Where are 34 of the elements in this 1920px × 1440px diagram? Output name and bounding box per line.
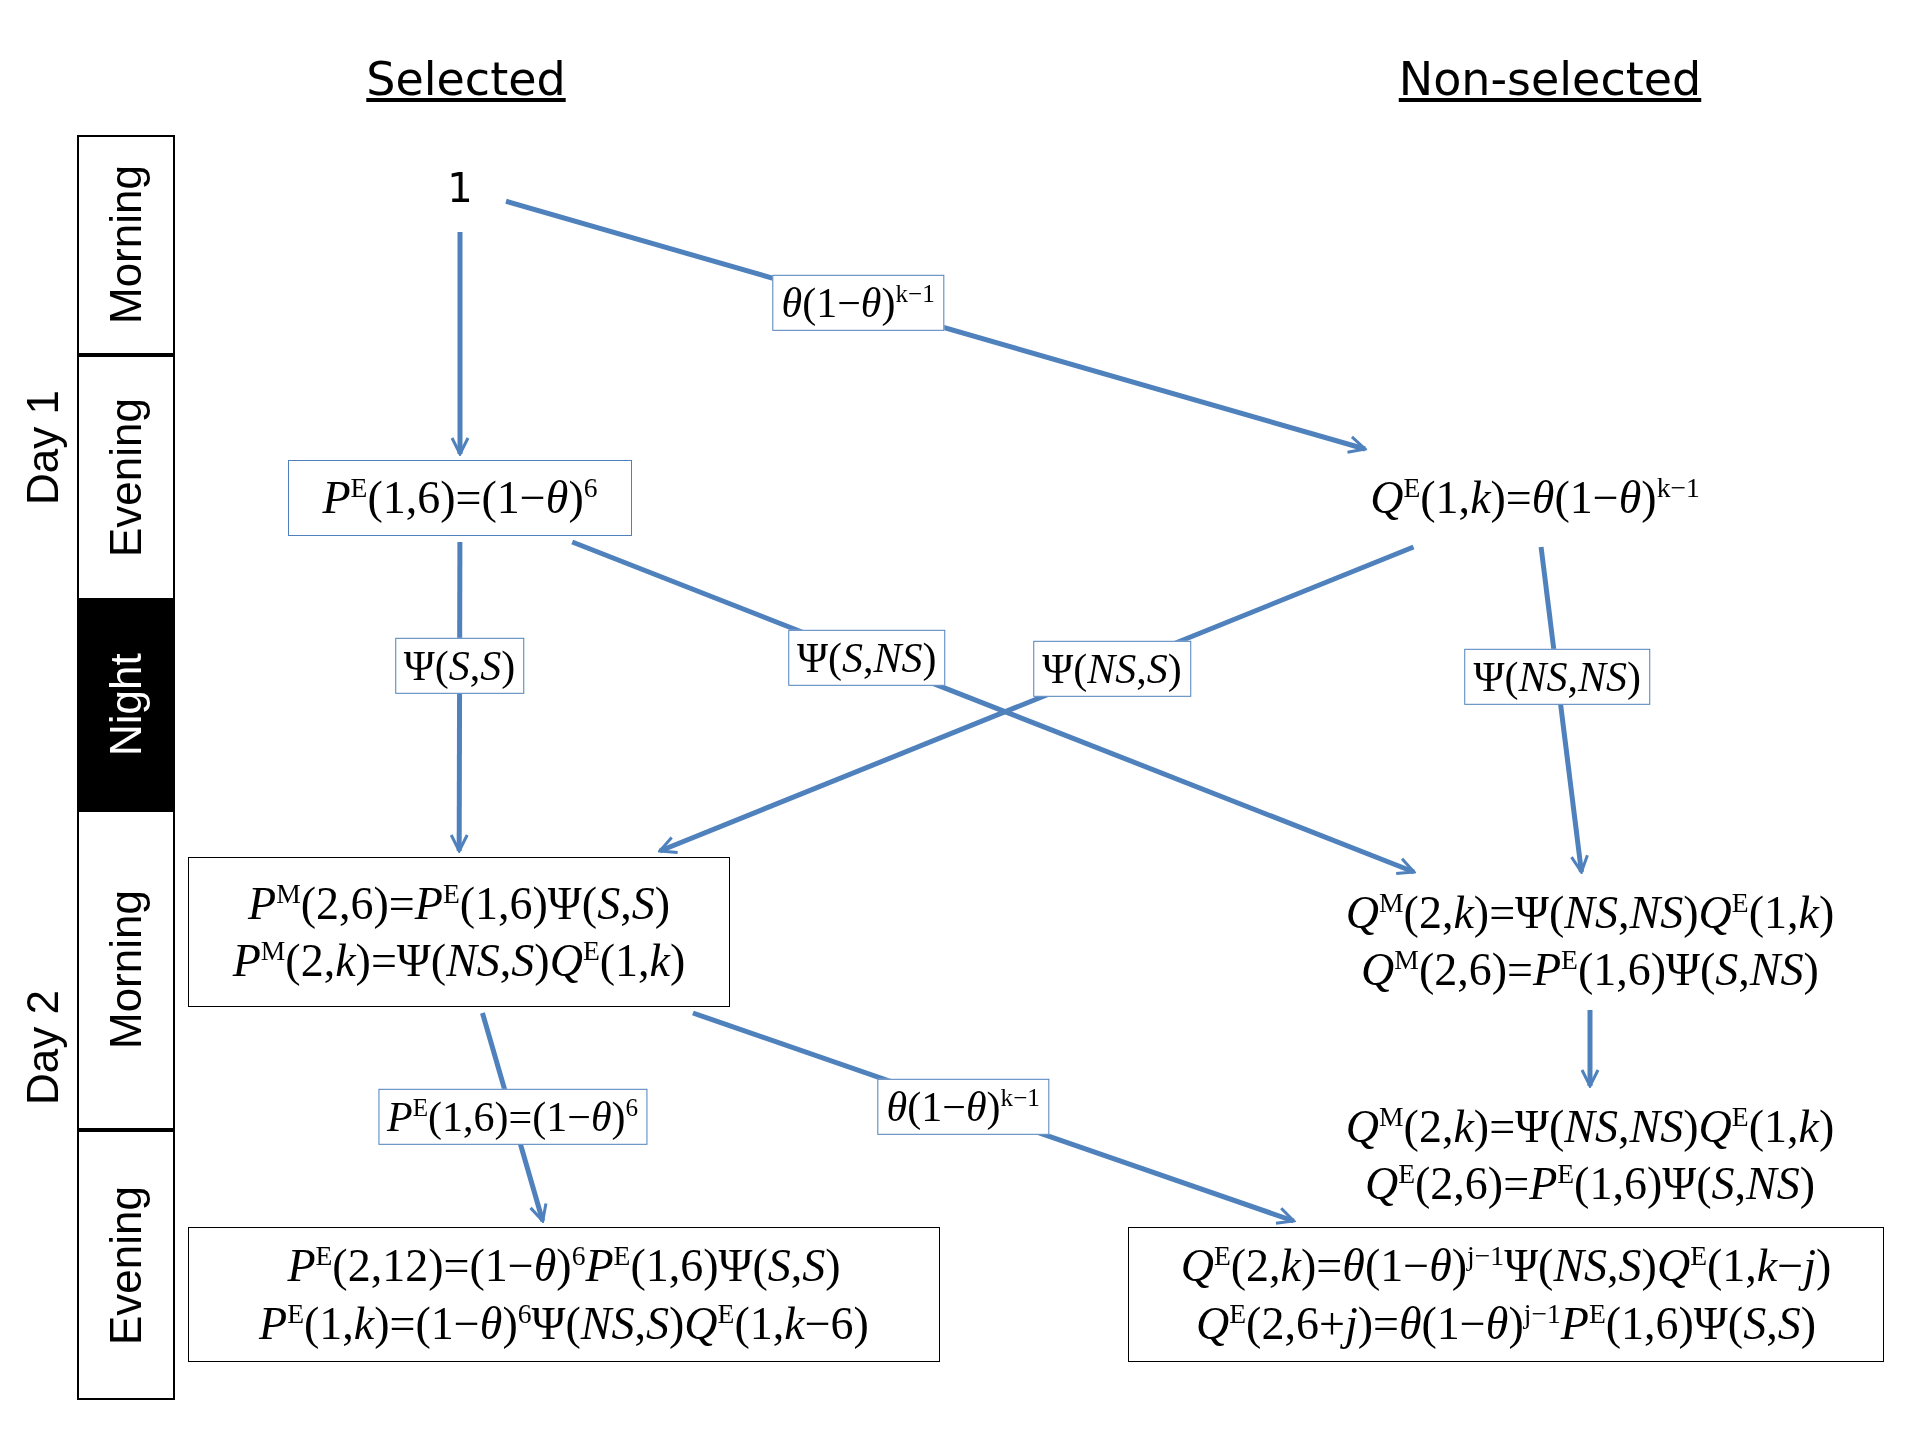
equation: Q$^{M}$(2,k)=Ψ(NS,NS)Q$^{E}$(1,k) [1345, 885, 1835, 940]
equation: Q$^{E}$(1,k)=θ(1−θ)$^{k−1}$ [1300, 455, 1770, 541]
arrow [450, 232, 470, 456]
formula-box [188, 857, 730, 1007]
edge-label: Ψ(NS,S) [1033, 640, 1191, 697]
day-label: Day 2 [18, 990, 68, 1105]
column-heading: Selected [366, 52, 566, 106]
equation: P$^{M}$(2,6)=P$^{E}$(1,6)Ψ(S,S) [248, 876, 670, 931]
day-label: Day 1 [18, 390, 68, 505]
equation: Q$^{E}$(2,k)=θ(1−θ)$^{j−1}$Ψ(NS,S)Q$^{E}$(1,k−j) [1180, 1238, 1832, 1293]
equation: Q$^{E}$(2,6+j)=θ(1−θ)$^{j−1}$P$^{E}$(1,6)Ψ(S,S) [1196, 1296, 1816, 1351]
time-period-cell: Morning [77, 135, 175, 355]
edge-label: θ(1−θ)$^{k−1}$ [877, 1078, 1049, 1135]
equation: Q$^{E}$(2,6)=P$^{E}$(1,6)Ψ(S,NS) [1364, 1156, 1816, 1211]
formula-box [1128, 1227, 1884, 1362]
edge-label: P$^{E}$(1,6)=(1−θ)$^{6}$ [378, 1088, 648, 1146]
column-heading: Non-selected [1398, 52, 1702, 106]
start-value: 1 [420, 150, 500, 226]
time-period-cell: Morning [77, 810, 175, 1130]
time-period-cell: Evening [77, 355, 175, 600]
edge-label: Ψ(S,NS) [788, 629, 946, 686]
arrow [1580, 1010, 1600, 1088]
formula-box [188, 1227, 940, 1362]
edge-label: Ψ(S,S) [394, 637, 525, 694]
equation: Q$^{M}$(2,6)=P$^{E}$(1,6)Ψ(S,NS) [1361, 942, 1819, 997]
time-period-cell: Evening [77, 1130, 175, 1400]
time-period-cell: Night [77, 600, 175, 810]
formula-box: P$^{E}$(1,6)=(1−θ)$^{6}$ [288, 460, 632, 536]
equation: P$^{E}$(2,12)=(1−θ)$^{6}$P$^{E}$(1,6)Ψ(S,S) [287, 1238, 841, 1293]
equation: P$^{E}$(1,k)=(1−θ)$^{6}$Ψ(NS,S)Q$^{E}$(1,k−6) [259, 1296, 869, 1351]
edge-label: θ(1−θ)$^{k−1}$ [772, 274, 944, 331]
equation: Q$^{M}$(2,k)=Ψ(NS,NS)Q$^{E}$(1,k) [1345, 1099, 1835, 1154]
edge-label: Ψ(NS,NS) [1464, 648, 1650, 706]
equation: P$^{M}$(2,k)=Ψ(NS,S)Q$^{E}$(1,k) [232, 933, 686, 988]
